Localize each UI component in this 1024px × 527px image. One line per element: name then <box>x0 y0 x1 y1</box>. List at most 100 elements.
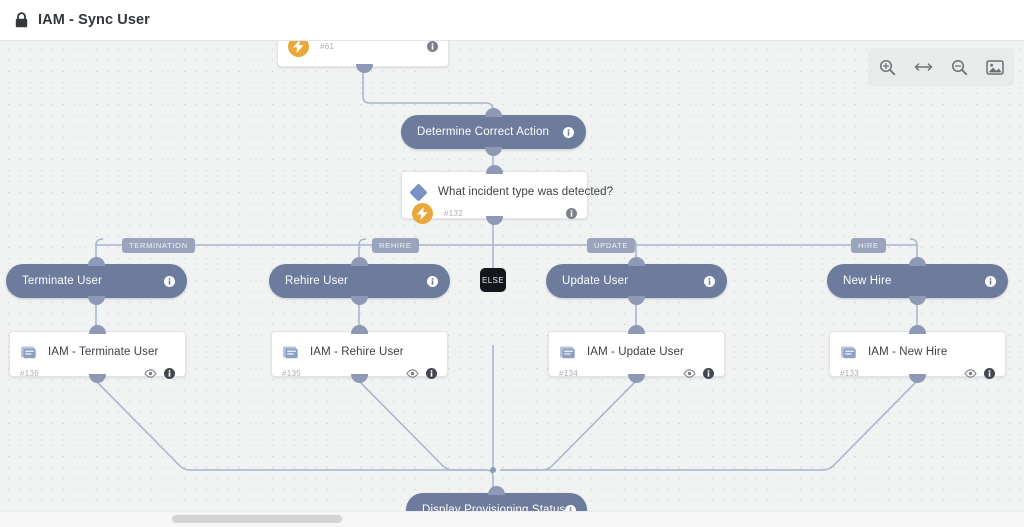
node-port-top <box>351 257 368 266</box>
canvas-toolbar[interactable] <box>868 48 1014 86</box>
node-port-bottom <box>88 296 105 305</box>
card-title: IAM - Terminate User <box>48 346 159 358</box>
card-title: IAM - Update User <box>587 346 684 358</box>
node-label: Terminate User <box>22 275 103 287</box>
subworkflow-card-terminate-user[interactable]: IAM - Terminate User #136 <box>9 325 186 383</box>
node-port-bottom <box>909 296 926 305</box>
horizontal-scrollbar-track[interactable] <box>0 511 1024 527</box>
node-label: Display Provisioning Status <box>422 504 566 511</box>
node-port-top <box>488 486 505 495</box>
zoom-out-icon[interactable] <box>949 57 969 77</box>
subworkflow-card-rehire-user[interactable]: IAM - Rehire User #135 <box>271 325 448 383</box>
node-rehire-user[interactable]: Rehire User <box>269 257 450 305</box>
card-number: #136 <box>20 369 39 378</box>
node-terminate-user[interactable]: Terminate User <box>6 257 187 305</box>
else-badge: ELSE <box>480 268 506 292</box>
card-footer: #134 <box>549 365 724 390</box>
card-number: #132 <box>444 209 463 218</box>
node-port-top <box>89 325 106 334</box>
node-port-bottom <box>351 296 368 305</box>
eye-icon[interactable] <box>683 369 696 378</box>
node-port-top <box>351 325 368 334</box>
info-icon[interactable] <box>427 41 438 52</box>
node-port-top <box>486 165 503 174</box>
bolt-icon <box>288 41 309 57</box>
info-icon[interactable] <box>566 208 577 219</box>
workflow-canvas[interactable]: #61 Determine Correct Action <box>0 41 1024 511</box>
node-label: Update User <box>562 275 629 287</box>
eye-icon[interactable] <box>144 369 157 378</box>
card-footer: #136 <box>10 365 185 390</box>
workflow-doc-icon <box>21 346 36 358</box>
card-header: IAM - Terminate User <box>10 332 185 365</box>
node-port-bottom <box>89 374 106 383</box>
info-icon[interactable] <box>565 504 577 512</box>
page-header: IAM - Sync User <box>0 0 1024 41</box>
node-port-bottom <box>355 64 373 73</box>
node-port-bottom <box>628 296 645 305</box>
diamond-icon <box>409 182 428 202</box>
info-icon[interactable] <box>563 126 574 138</box>
card-number: #133 <box>840 369 859 378</box>
workflow-doc-icon <box>841 346 856 358</box>
horizontal-scrollbar-thumb[interactable] <box>172 515 342 523</box>
node-new-hire[interactable]: New Hire <box>827 257 1008 305</box>
workflow-doc-icon <box>283 346 298 358</box>
card-header: IAM - Rehire User <box>272 332 447 365</box>
node-port-bottom <box>351 374 368 383</box>
node-port-bottom <box>485 147 502 156</box>
edge-label-hire: HIRE <box>851 238 886 253</box>
decision-footer: #132 <box>402 203 587 230</box>
card-number: #61 <box>320 41 335 51</box>
info-icon[interactable] <box>984 368 995 379</box>
decision-question: What incident type was detected? <box>438 186 614 198</box>
edge-label-termination: TERMINATION <box>122 238 195 253</box>
node-determine-correct-action[interactable]: Determine Correct Action <box>401 108 586 156</box>
edge-label-rehire: REHIRE <box>372 238 419 253</box>
node-port-bottom <box>909 374 926 383</box>
info-icon[interactable] <box>164 368 175 379</box>
node-port-top <box>628 325 645 334</box>
info-icon[interactable] <box>426 368 437 379</box>
info-icon[interactable] <box>703 368 714 379</box>
card-header: IAM - Update User <box>549 332 724 365</box>
subworkflow-card-update-user[interactable]: IAM - Update User #134 <box>548 325 725 383</box>
info-icon[interactable] <box>427 275 438 287</box>
info-icon[interactable] <box>704 275 715 287</box>
card-footer: #133 <box>830 365 1005 390</box>
lock-icon <box>15 12 28 28</box>
node-port-bottom <box>628 374 645 383</box>
card-header: IAM - New Hire <box>830 332 1005 365</box>
card-number: #134 <box>559 369 578 378</box>
node-card-61[interactable]: #61 <box>277 41 449 73</box>
edge-label-update: UPDATE <box>587 238 636 253</box>
card-footer: #135 <box>272 365 447 390</box>
node-port-bottom <box>486 216 503 225</box>
export-image-icon[interactable] <box>985 57 1005 77</box>
node-port-top <box>909 325 926 334</box>
node-display-provisioning-status[interactable]: Display Provisioning Status <box>406 486 587 512</box>
node-label: Rehire User <box>285 275 349 287</box>
decision-header: What incident type was detected? <box>402 172 613 205</box>
bolt-icon <box>412 203 433 224</box>
zoom-in-icon[interactable] <box>877 57 897 77</box>
info-icon[interactable] <box>164 275 175 287</box>
node-port-top <box>909 257 926 266</box>
workflow-doc-icon <box>560 346 575 358</box>
node-update-user[interactable]: Update User <box>546 257 727 305</box>
card-title: IAM - New Hire <box>868 346 948 358</box>
node-port-top <box>88 257 105 266</box>
edge-junction <box>490 467 496 473</box>
page-title: IAM - Sync User <box>38 12 150 28</box>
subworkflow-card-new-hire[interactable]: IAM - New Hire #133 <box>829 325 1006 383</box>
node-label: Determine Correct Action <box>417 126 550 138</box>
info-icon[interactable] <box>985 275 996 287</box>
eye-icon[interactable] <box>406 369 419 378</box>
node-label: New Hire <box>843 275 892 287</box>
card-footer: #61 <box>278 41 448 68</box>
node-decision-incident-type[interactable]: What incident type was detected? #132 <box>401 165 613 225</box>
node-port-top <box>628 257 645 266</box>
eye-icon[interactable] <box>964 369 977 378</box>
fit-width-icon[interactable] <box>913 57 933 77</box>
